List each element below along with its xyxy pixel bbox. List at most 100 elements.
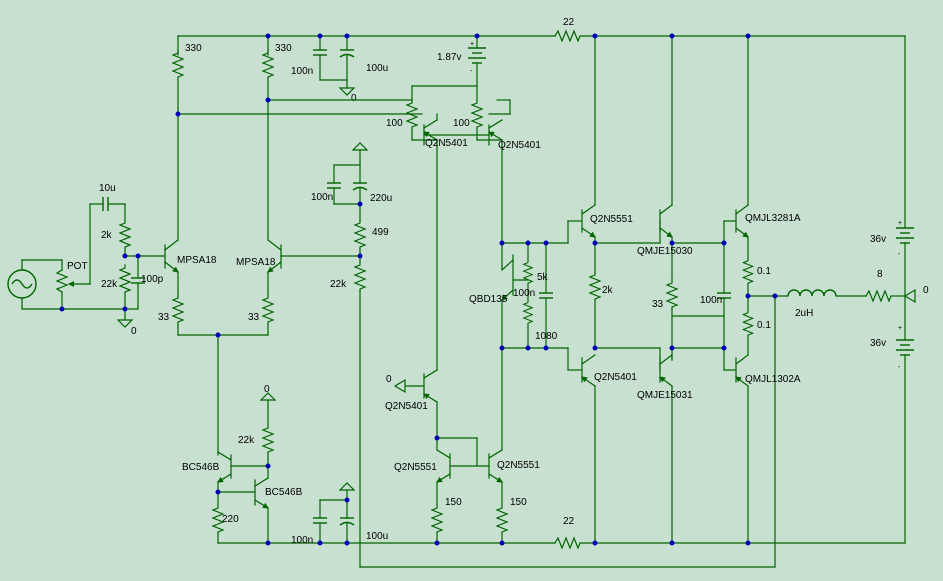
negative-rail-wires	[217, 289, 906, 568]
cap-220u-label: 220u	[370, 193, 392, 204]
transistor-mpsa18-b: MPSA18	[236, 239, 361, 296]
output-cap-100n: 100n	[700, 242, 731, 349]
resistor-22k-input-label: 22k	[101, 279, 118, 290]
positive-rail-wires	[177, 35, 906, 229]
bias-current-source: 0 22k BC546B BC546B 220	[182, 384, 303, 544]
battery-1v87: 1.87v + -	[411, 35, 486, 101]
resistor-22k-bias-label: 22k	[238, 435, 255, 446]
bc546b-a-label: BC546B	[182, 462, 220, 473]
battery-1v87-minus: -	[470, 68, 473, 75]
resistor-22-bottom: 22	[554, 516, 581, 550]
ground-top-label: 0	[351, 93, 357, 104]
input-cap-10u: 10u	[89, 183, 126, 221]
battery-36v-a-label: 36v	[870, 234, 886, 245]
q2n5401-d-label: Q2N5401	[594, 372, 637, 383]
battery-1v87-label: 1.87v	[437, 52, 461, 63]
resistor-2k-input-label: 2k	[101, 230, 113, 241]
battery-36v-b-minus: -	[898, 364, 901, 371]
inductor-2uh-label: 2uH	[795, 308, 813, 319]
feedback-network: 100n 220u 499 22k	[311, 142, 392, 291]
qmje15030-label: QMJE15030	[637, 246, 693, 257]
cap-100n-bottom-label: 100n	[291, 535, 313, 546]
resistor-150-b-label: 150	[510, 497, 527, 508]
battery-36v-b-label: 36v	[870, 338, 886, 349]
resistor-220-label: 220	[222, 514, 239, 525]
driver-resistor-2k: 2k	[589, 271, 614, 349]
input-source	[7, 259, 126, 310]
resistor-33-b-label: 33	[248, 312, 260, 323]
top-current-mirror: 100 100 Q2N5401 Q2N5401	[386, 85, 541, 371]
cap-100u-top-label: 100u	[366, 63, 388, 74]
ground-vas-label: 0	[386, 374, 392, 385]
qmjl3281a-label: QMJL3281A	[745, 213, 801, 224]
bottom-decoupling-caps: 100n 100u	[291, 482, 388, 546]
output-filter-load: 2uH 8 0	[747, 269, 929, 319]
ground-input-label: 0	[131, 326, 137, 337]
cap-100u-bottom-label: 100u	[366, 531, 388, 542]
resistor-22k-mid-label: 22k	[330, 279, 347, 290]
predriver-resistor-33: 33	[652, 279, 725, 361]
resistor-330-b-label: 330	[275, 43, 292, 54]
cap-100n-top-label: 100n	[291, 66, 313, 77]
resistor-22-top: 22	[554, 17, 581, 43]
resistor-22-top-label: 22	[563, 17, 575, 28]
cap-100n-out-label: 100n	[700, 295, 722, 306]
ltp-collector-resistors: 330 330	[172, 43, 413, 241]
predriver-qmje15031: QMJE15031	[637, 347, 725, 544]
battery-36v-lower: 36v + -	[870, 295, 914, 371]
top-decoupling-caps: 100n 100u 0	[291, 35, 388, 104]
resistor-100-b-label: 100	[453, 118, 470, 129]
driver-lower: Q2N5401	[567, 347, 661, 544]
bottom-current-mirror: Q2N5551 Q2N5551 150 150	[394, 347, 540, 544]
cap-100p-label: 100p	[141, 274, 164, 285]
resistor-1080-label: 1080	[535, 331, 558, 342]
resistor-22-bottom-label: 22	[563, 516, 575, 527]
resistor-5k-label: 5k	[537, 272, 549, 283]
q2n5551-b-label: Q2N5551	[394, 462, 437, 473]
q2n5401-c-label: Q2N5401	[385, 401, 428, 412]
q2n5401-b-label: Q2N5401	[498, 140, 541, 151]
potentiometer: POT	[55, 203, 91, 310]
battery-1v87-plus: +	[470, 41, 474, 48]
cap-10u-label: 10u	[99, 183, 116, 194]
cap-100n-mid-label: 100n	[311, 192, 333, 203]
resistor-0r1-a-label: 0.1	[757, 266, 771, 277]
resistor-330-a-label: 330	[185, 43, 202, 54]
qbd135-label: QBD135	[469, 294, 508, 305]
driver-upper: Q2N5551	[567, 35, 661, 273]
junction-dots	[59, 33, 778, 546]
output-qmjl1302a: 0.1 QMJL1302A	[723, 309, 801, 544]
battery-36v-upper: 36v + -	[870, 220, 914, 297]
qmjl1302a-label: QMJL1302A	[745, 374, 801, 385]
resistor-100-a-label: 100	[386, 118, 403, 129]
mpsa18-a-label: MPSA18	[177, 255, 217, 266]
bc546b-b-label: BC546B	[265, 487, 303, 498]
input-resistors: 2k 22k 100p 0	[101, 219, 166, 337]
resistor-2k-driver-label: 2k	[602, 285, 614, 296]
q2n5551-a-label: Q2N5551	[590, 214, 633, 225]
output-qmjl3281a: QMJL3281A 0.1	[723, 35, 801, 311]
output-ground-label: 0	[923, 285, 929, 296]
qmje15031-label: QMJE15031	[637, 390, 693, 401]
battery-36v-a-minus: -	[898, 251, 901, 258]
vbe-multiplier: 5k QBD135 100n 1080	[469, 242, 569, 349]
cap-100n-vbe-label: 100n	[513, 288, 535, 299]
resistor-33-a-label: 33	[158, 312, 170, 323]
load-8-label: 8	[877, 269, 883, 280]
q2n5401-a-label: Q2N5401	[425, 138, 468, 149]
resistor-33-driver-label: 33	[652, 299, 664, 310]
mpsa18-b-label: MPSA18	[236, 257, 276, 268]
q2n5551-c-label: Q2N5551	[497, 460, 540, 471]
ltp-emitter-resistors: 33 33	[158, 294, 274, 456]
resistor-150-a-label: 150	[445, 497, 462, 508]
battery-36v-a-plus: +	[898, 220, 902, 227]
resistor-0r1-b-label: 0.1	[757, 320, 771, 331]
ground-bias-label: 0	[264, 384, 270, 395]
battery-36v-b-plus: +	[898, 325, 902, 332]
pot-label: POT	[67, 261, 88, 272]
transistor-mpsa18-a: MPSA18	[164, 239, 217, 296]
resistor-499-label: 499	[372, 227, 389, 238]
vas-stage: 0 Q2N5401	[385, 369, 478, 467]
